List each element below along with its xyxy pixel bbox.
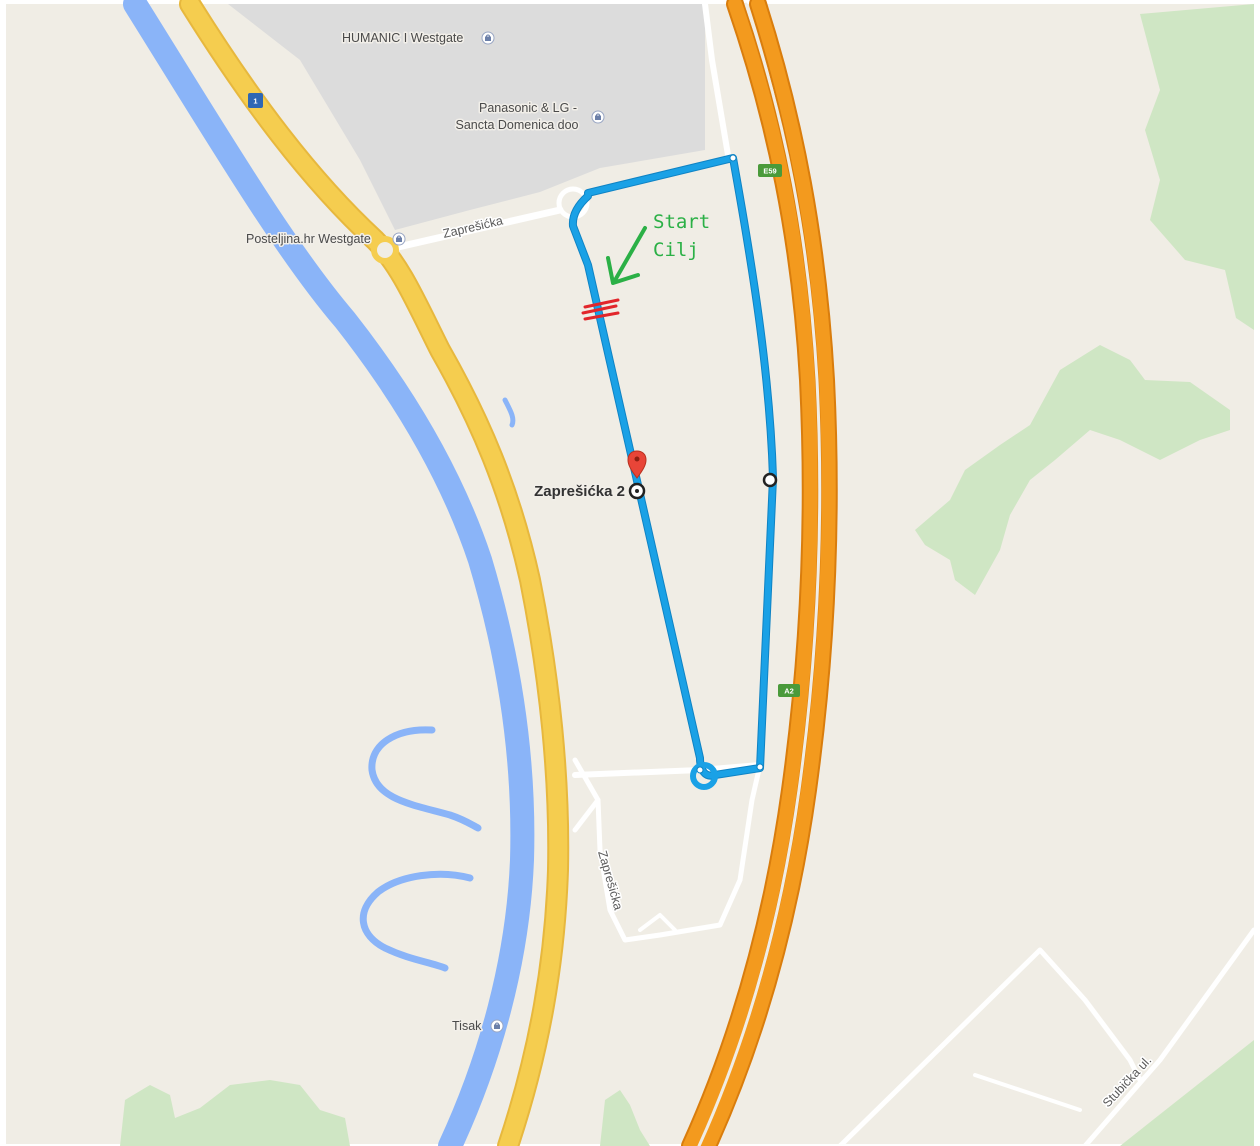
shopping-bag-icon	[481, 31, 495, 45]
poi-humanic[interactable]: HUMANIC I Westgate	[341, 30, 495, 47]
red-double-line-icon	[581, 298, 620, 321]
shopping-bag-icon	[490, 1019, 504, 1033]
poi-label-line1: Panasonic & LG -	[479, 101, 577, 115]
shield-e59: E59	[758, 164, 782, 177]
poi-label: Posteljina.hr Westgate	[246, 232, 371, 246]
river	[123, 0, 535, 1146]
svg-text:E59: E59	[763, 167, 776, 176]
waypoint-marker	[756, 763, 764, 771]
svg-text:1: 1	[253, 97, 257, 106]
finish-label: Cilj	[653, 239, 699, 261]
route-waypoints[interactable]	[696, 154, 778, 774]
shield-state-road-1: 1	[248, 93, 263, 108]
route-path	[568, 154, 777, 790]
shopping-bag-icon	[591, 110, 605, 124]
land-background	[6, 4, 1254, 1144]
poi-label-line2: Sancta Domenica doo	[456, 118, 579, 132]
poi-posteljina[interactable]: Posteljina.hr Westgate	[245, 231, 406, 248]
start-label: Start	[653, 211, 710, 233]
waypoint-marker	[696, 766, 704, 774]
waypoint-marker	[762, 472, 778, 488]
map-pin[interactable]: Zaprešićka 2	[533, 450, 647, 502]
pin-label: Zaprešićka 2	[534, 483, 625, 500]
map-pin-icon	[627, 450, 647, 479]
poi-tisak[interactable]: Tisak	[451, 1018, 504, 1035]
motorway	[681, 0, 838, 1146]
poi-label: Tisak	[452, 1019, 482, 1033]
park-areas	[120, 4, 1254, 1146]
industrial-area	[228, 4, 705, 230]
waypoint-marker	[729, 154, 737, 162]
green-arrow-icon	[606, 226, 647, 285]
svg-text:A2: A2	[784, 687, 794, 696]
poi-panasonic[interactable]: Panasonic & LG - Sancta Domenica doo	[454, 100, 605, 134]
poi-label: HUMANIC I Westgate	[342, 31, 463, 45]
major-road	[179, 0, 570, 1146]
shopping-bag-icon	[392, 232, 406, 246]
shield-a2: A2	[778, 684, 800, 697]
